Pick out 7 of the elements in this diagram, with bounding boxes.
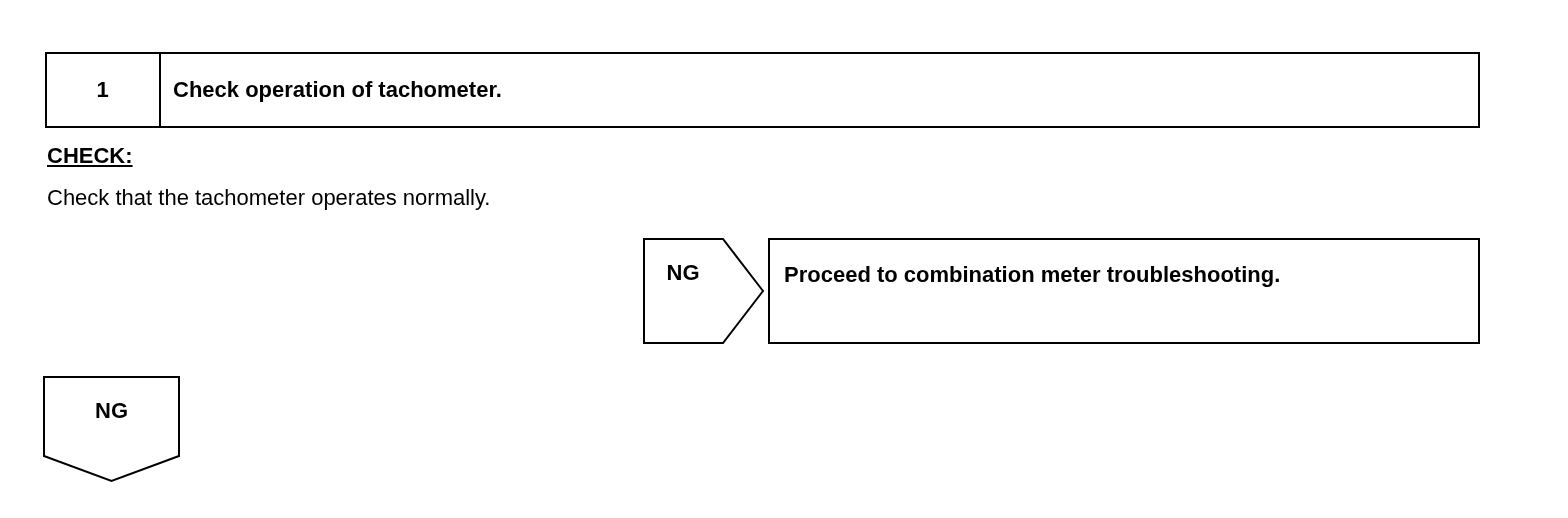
section-heading: CHECK:: [47, 143, 133, 169]
ng-label: NG: [94, 398, 129, 424]
step-title: Check operation of tachometer.: [173, 76, 502, 104]
ng-label: NG: [665, 260, 701, 286]
step-number: 1: [95, 76, 110, 104]
instruction-text: Check that the tachometer operates normally.: [47, 185, 491, 211]
result-box: Proceed to combination meter troubleshooting.: [768, 238, 1480, 344]
